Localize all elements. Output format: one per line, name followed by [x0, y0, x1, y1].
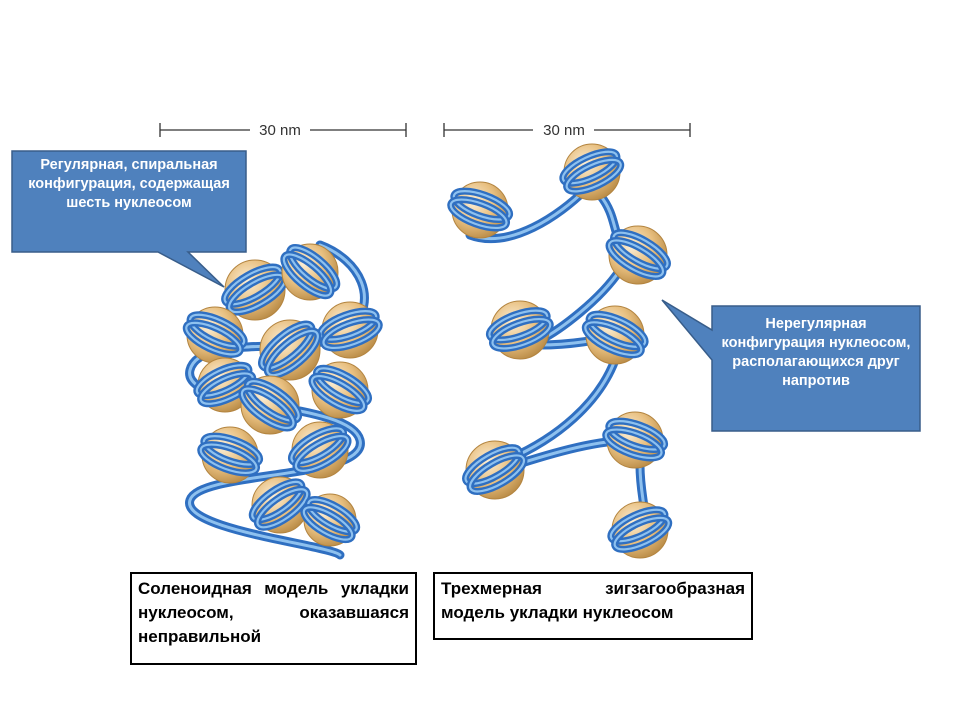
dna-wrap-highlight	[282, 253, 333, 297]
dna-wrap-highlight	[223, 265, 282, 306]
scale-label-left: 30 nm	[259, 122, 301, 139]
nucleosome	[280, 243, 341, 301]
dna-wrap-highlight	[612, 231, 669, 270]
dna-wrap-highlight	[604, 428, 663, 460]
nucleosome	[300, 493, 361, 547]
dna-wrap-highlight	[609, 508, 667, 543]
dna-wrap-highlight	[288, 246, 338, 290]
dna-wrap-highlight	[561, 150, 619, 185]
scale-label-right: 30 nm	[543, 122, 585, 139]
dna-wrap-highlight	[607, 239, 665, 278]
scale-bar-right: 30 nm	[443, 122, 691, 139]
dna-wrap-highlight	[588, 313, 647, 348]
callout-irregular-text: Нерегулярная конфигурация нуклеосом, рас…	[721, 316, 911, 389]
nucleosome	[287, 421, 352, 479]
dna-wrap-highlight	[613, 516, 670, 551]
dna-wrap-highlight	[195, 364, 251, 397]
dna-wrap-highlight	[565, 158, 622, 193]
nucleosome	[308, 361, 373, 419]
dna-wrap-highlight	[290, 427, 345, 465]
nucleosome	[182, 306, 248, 364]
dna-wrap-highlight	[322, 318, 381, 350]
dna-wrap-highlight	[294, 435, 350, 472]
dna-wrap-highlight	[468, 454, 526, 493]
dna-wrap-highlight	[488, 309, 549, 342]
nucleosome	[462, 440, 528, 500]
dna-wrap-highlight	[185, 321, 242, 356]
dna-wrap-highlight	[256, 488, 309, 529]
dna-wrap-highlight	[464, 446, 521, 485]
dna-wrap-highlight	[452, 190, 511, 221]
dna-wrap-highlight	[584, 321, 643, 357]
nucleosome	[193, 357, 257, 413]
nucleosome	[248, 476, 311, 534]
nucleosome	[316, 301, 383, 359]
callout-regular-text: Регулярная, спиральная конфигурация, сод…	[28, 157, 230, 211]
callout-irregular-box	[661, 299, 921, 432]
dna-wrap-highlight	[240, 387, 295, 430]
nucleosome	[559, 143, 625, 201]
nucleosome	[221, 259, 289, 321]
nucleosome	[602, 411, 669, 469]
scale-bar-left: 30 nm	[159, 122, 407, 139]
nucleosome	[197, 426, 264, 484]
nucleosome	[607, 501, 673, 559]
dna-wrap-highlight	[310, 375, 366, 412]
zigzag-model-illustration	[447, 143, 673, 559]
dna-wrap-highlight	[315, 367, 370, 405]
dna-wrap-highlight	[251, 480, 304, 521]
dna-wrap-highlight	[449, 198, 508, 230]
dna-wrap-highlight	[188, 313, 246, 348]
caption-zigzag: Трехмерная зигзагообразная модель укладк…	[433, 572, 753, 640]
callout-regular-box	[11, 150, 247, 288]
dna-wrap-highlight	[302, 506, 354, 541]
nucleosome	[447, 181, 514, 239]
dna-wrap-highlight	[260, 323, 314, 370]
dna-wrap-highlight	[266, 329, 319, 377]
nucleosome	[485, 300, 554, 360]
dna-wrap-highlight	[246, 380, 300, 422]
nucleosome	[605, 225, 671, 285]
dna-wrap-highlight	[199, 443, 258, 475]
nucleosome	[258, 319, 322, 381]
caption-solenoid: Соленоидная модель укладки нуклеосом, ок…	[130, 572, 417, 665]
nucleosome	[238, 375, 303, 435]
dna-wrap-highlight	[491, 317, 552, 350]
solenoid-model-illustration	[182, 240, 383, 560]
dna-wrap-highlight	[607, 420, 666, 451]
nucleosome	[581, 305, 649, 365]
dna-wrap-highlight	[307, 498, 358, 533]
dna-wrap-highlight	[199, 372, 254, 405]
dna-wrap-highlight	[202, 435, 261, 466]
